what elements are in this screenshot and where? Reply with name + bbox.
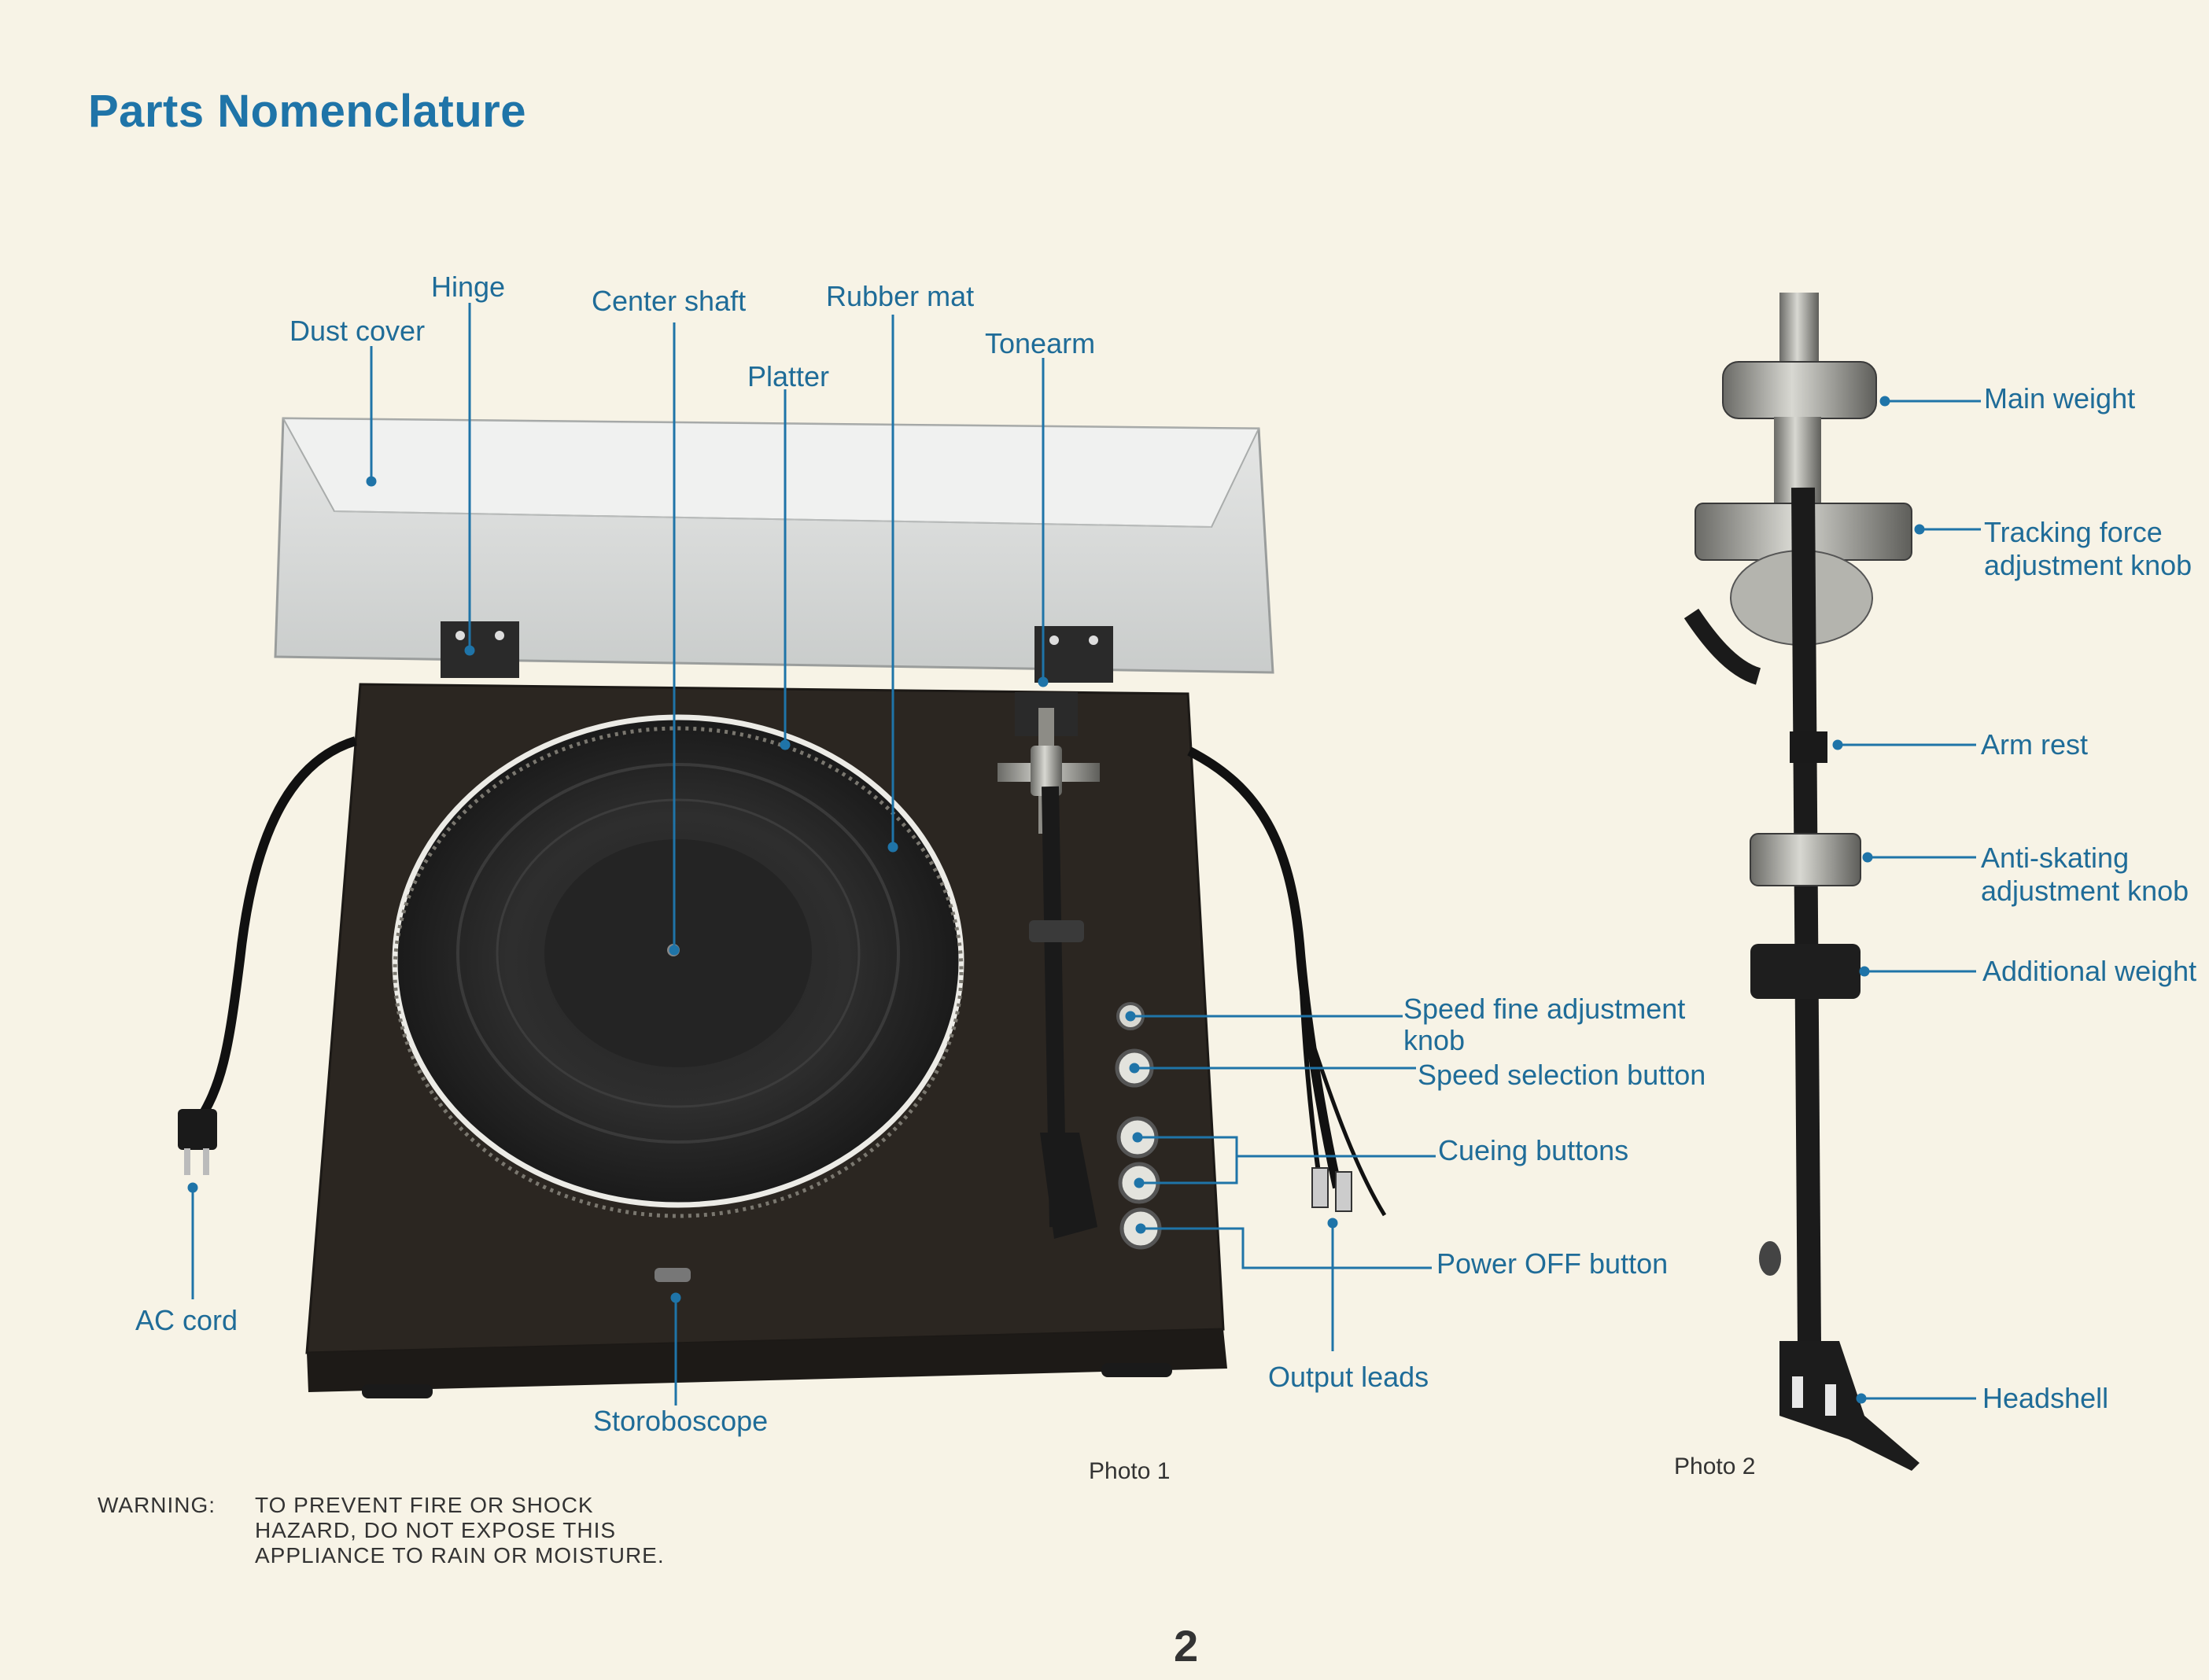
label-power-off: Power OFF button xyxy=(1436,1247,1669,1280)
label-additional-weight: Additional weight xyxy=(1982,955,2197,987)
hinge-right xyxy=(1034,626,1113,683)
label-headshell: Headshell xyxy=(1982,1382,2109,1414)
turntable-photo xyxy=(178,417,1387,1398)
tonearm-pipe xyxy=(1791,487,1821,1346)
hinge-left xyxy=(441,621,519,678)
label-rubber-mat: Rubber mat xyxy=(826,280,975,312)
label-speed-fine-line1: Speed fine adjustment xyxy=(1403,993,1686,1025)
rubber-mat xyxy=(456,763,900,1144)
label-stroboscope: Storoboscope xyxy=(593,1405,769,1437)
label-dust-cover: Dust cover xyxy=(289,315,426,347)
label-center-shaft: Center shaft xyxy=(592,285,747,317)
label-speed-selection: Speed selection button xyxy=(1418,1059,1706,1091)
tonearm-photo xyxy=(1683,293,1920,1471)
label-tonearm: Tonearm xyxy=(985,327,1096,359)
label-antiskating-line1: Anti-skating xyxy=(1981,842,2130,874)
output-leads xyxy=(1187,746,1342,1189)
antiskating-knob xyxy=(1750,833,1861,886)
main-weight xyxy=(1722,361,1877,419)
additional-weight xyxy=(1750,944,1861,999)
label-hinge: Hinge xyxy=(431,271,506,303)
page-number: 2 xyxy=(1174,1621,1199,1671)
page-title: Parts Nomenclature xyxy=(88,86,526,137)
warning-label: WARNING: xyxy=(98,1493,216,1517)
label-tracking-line2: adjustment knob xyxy=(1984,549,2192,581)
photo1-caption: Photo 1 xyxy=(1089,1458,1171,1484)
stroboscope-window xyxy=(655,1268,691,1282)
label-main-weight: Main weight xyxy=(1984,382,2136,414)
ac-cord xyxy=(192,736,357,1128)
label-antiskating-line2: adjustment knob xyxy=(1981,875,2189,907)
label-arm-rest: Arm rest xyxy=(1981,728,2089,761)
label-cueing-buttons: Cueing buttons xyxy=(1438,1134,1629,1166)
warning-text: TO PREVENT FIRE OR SHOCK HAZARD, DO NOT … xyxy=(255,1493,665,1568)
label-speed-fine-line2: knob xyxy=(1403,1024,1466,1056)
label-ac-cord: AC cord xyxy=(135,1304,238,1336)
label-tracking-line1: Tracking force xyxy=(1984,516,2163,548)
label-output-leads: Output leads xyxy=(1268,1361,1429,1393)
label-platter: Platter xyxy=(747,360,830,392)
photo2-caption: Photo 2 xyxy=(1674,1453,1756,1479)
headshell xyxy=(1779,1341,1920,1471)
callout-lines xyxy=(187,303,1981,1406)
arm-rest xyxy=(1790,731,1827,763)
